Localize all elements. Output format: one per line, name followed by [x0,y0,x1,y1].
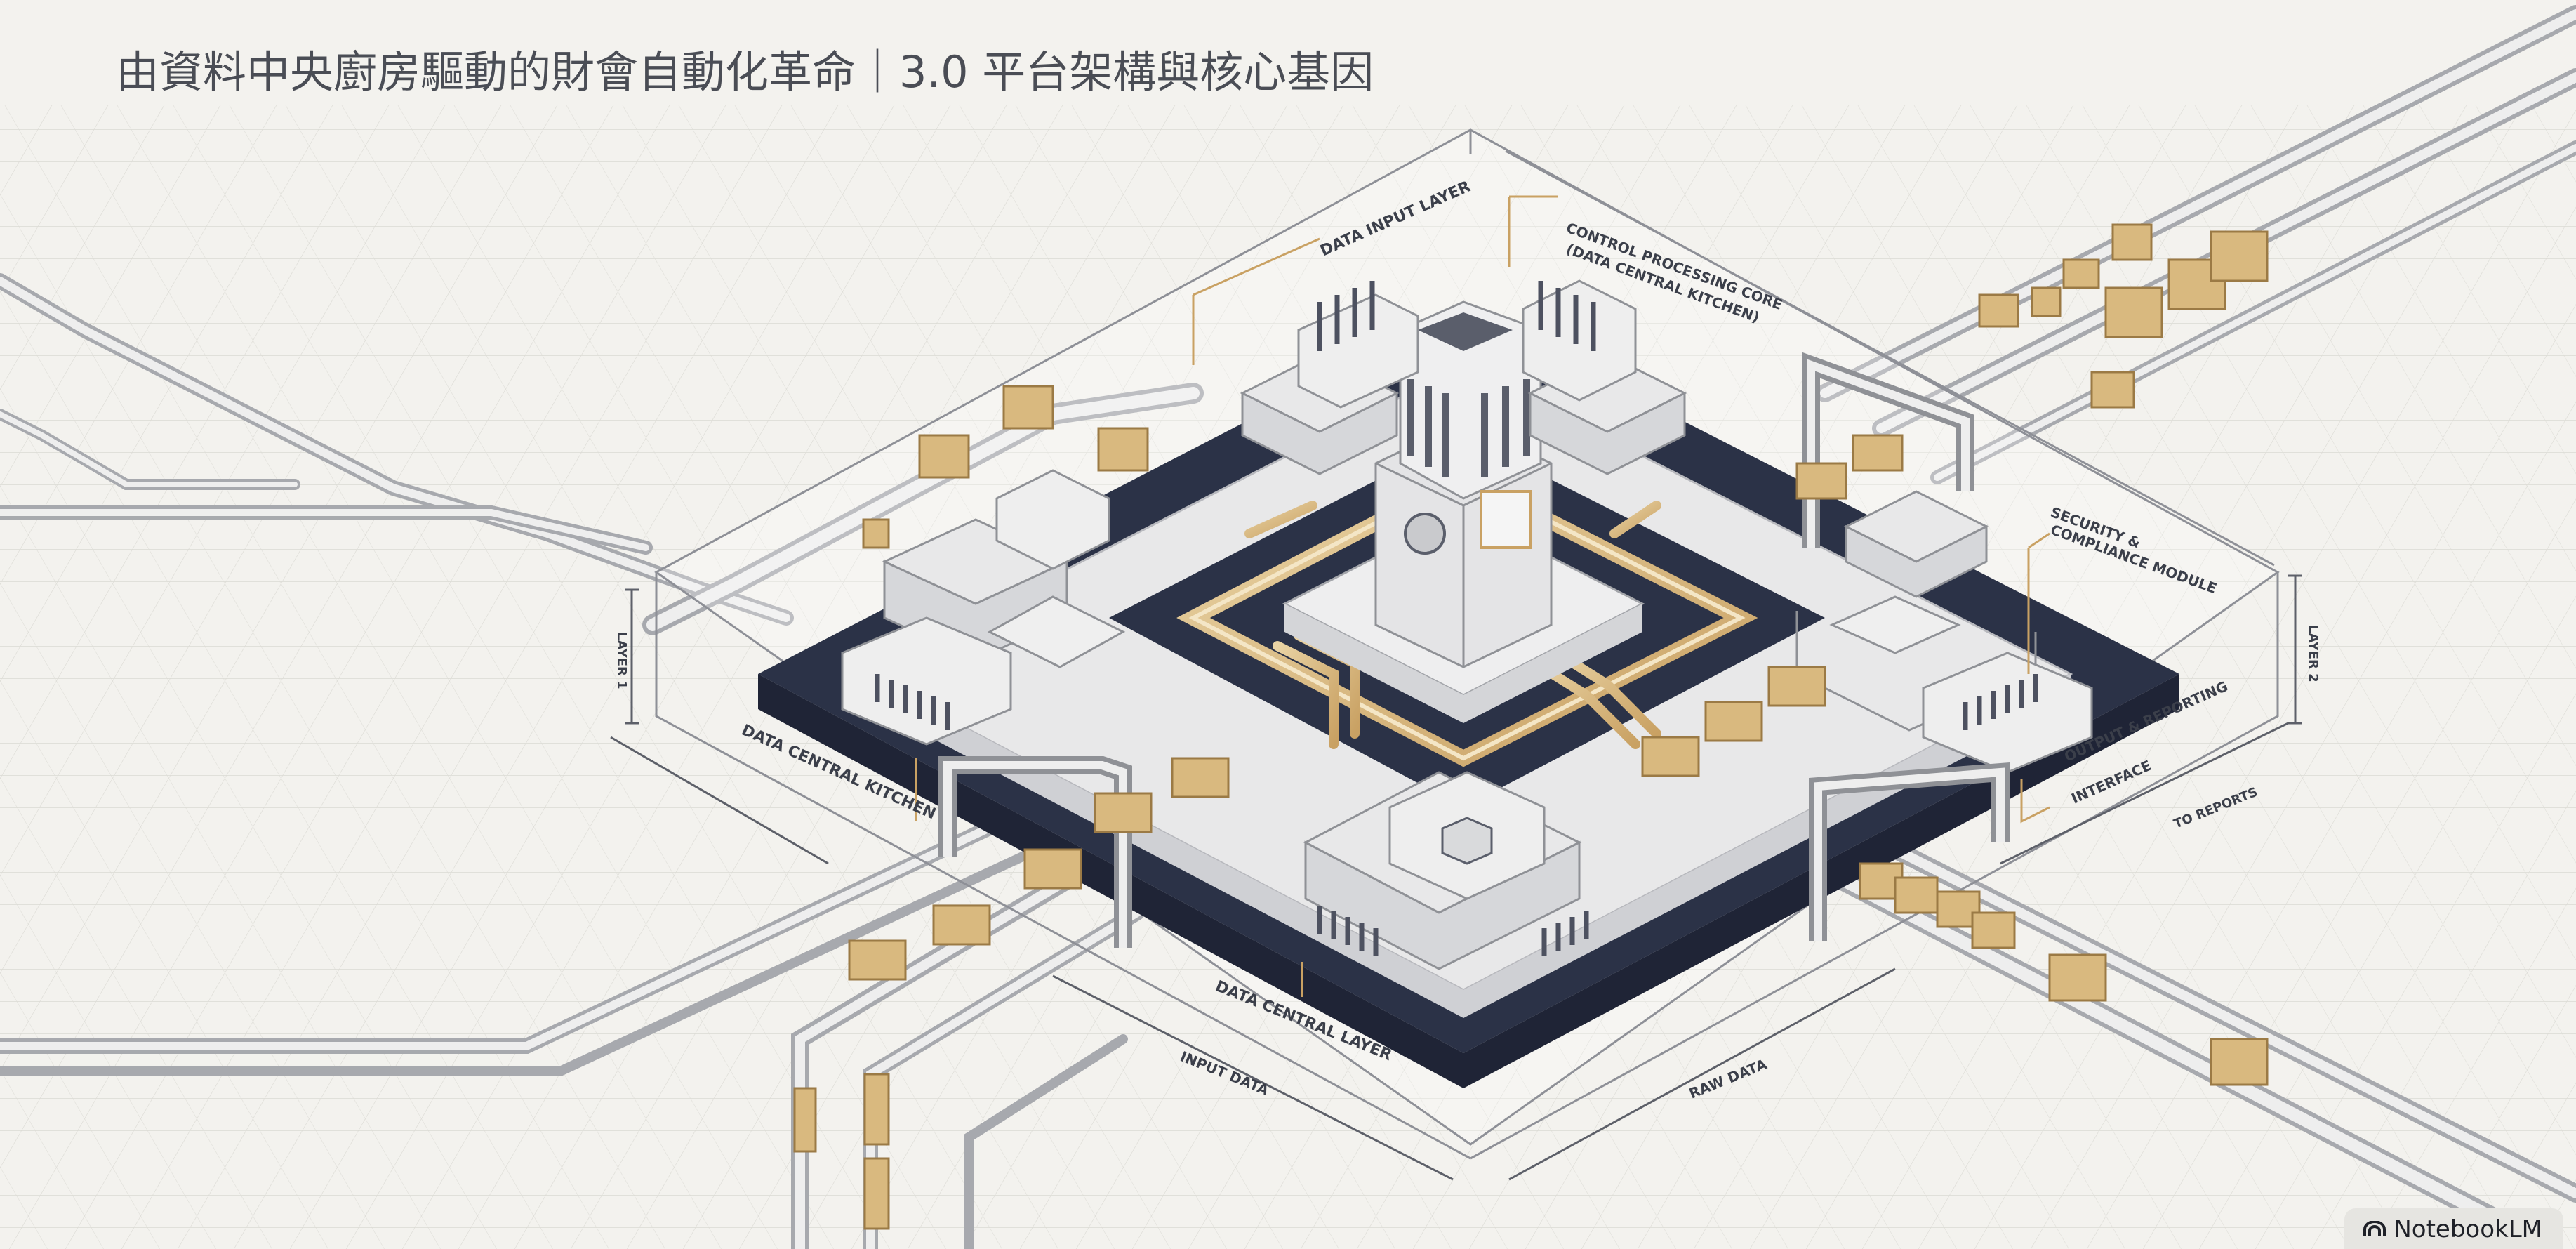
callout-lines [915,195,2050,997]
label-left-dimension: LAYER 1 [614,632,629,689]
label-right-dimension: LAYER 2 [2306,625,2321,682]
data-packages [793,223,2269,1230]
notebooklm-icon [2363,1221,2386,1236]
badge-label: NotebookLM [2394,1215,2542,1243]
conveyor-rails [0,5,2576,1249]
central-processing-core [1282,300,1645,723]
page-subtitle: 由資料中央廚房驅動的財會自動化革命｜3.0 平台架構與核心基因 [116,46,1374,98]
vent-grilles [875,281,2038,956]
notebooklm-badge: NotebookLM [2344,1208,2563,1249]
dimension-lines [610,574,2302,1181]
